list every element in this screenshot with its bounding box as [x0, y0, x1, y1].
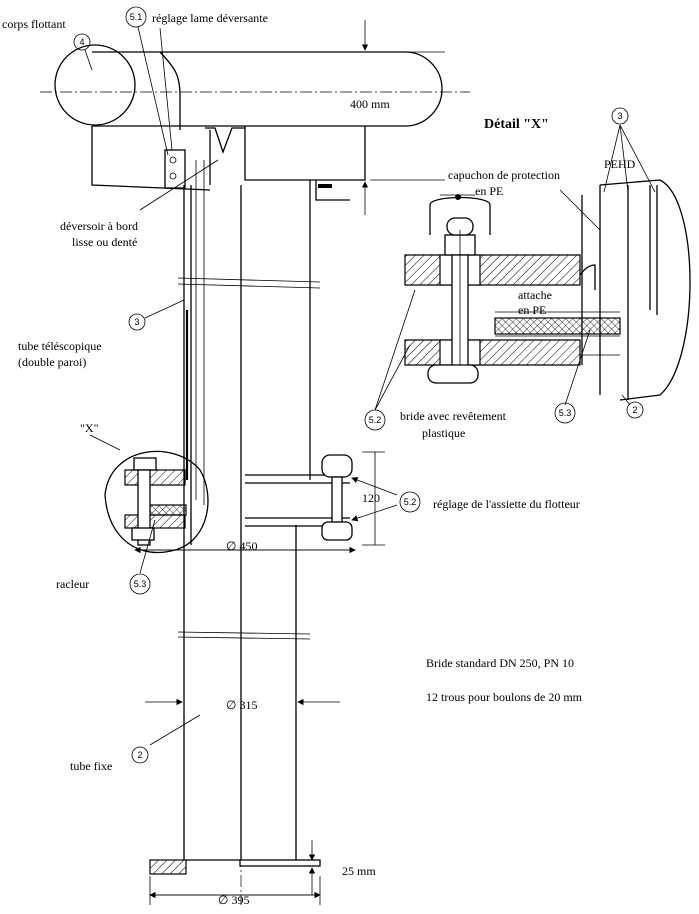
callout-2-detail-label: 2 — [632, 405, 637, 415]
label-bride-rev-1: bride avec revêtement — [400, 409, 507, 423]
label-dim-25: 25 mm — [342, 864, 376, 878]
label-capuchon-1: capuchon de protection — [448, 168, 560, 182]
label-deversoir-2: lisse ou denté — [72, 235, 137, 249]
weir-plate — [164, 127, 245, 189]
callout-2-detail: 2 — [626, 401, 644, 419]
callout-5-2-detail-label: 5.2 — [369, 415, 382, 425]
callout-5-2-main: 5.2 — [399, 491, 421, 513]
callout-5-3-main: 5.3 — [129, 573, 151, 595]
label-bride-standard: Bride standard DN 250, PN 10 — [426, 656, 574, 670]
base-plate — [149, 859, 321, 875]
label-dim-400: 400 mm — [350, 97, 390, 111]
callout-4-label: 4 — [79, 37, 84, 47]
callout-3-main-label: 3 — [134, 317, 139, 327]
label-tube-telescopique-2: (double paroi) — [18, 355, 86, 369]
callout-2-main-label: 2 — [137, 750, 142, 760]
label-reglage-lame: réglage lame déversante — [152, 11, 268, 25]
label-dim-315: ∅ 315 — [226, 698, 257, 712]
callout-4: 4 — [73, 33, 91, 51]
label-racleur: racleur — [56, 577, 89, 591]
flange-x — [104, 450, 209, 554]
callout-5-3-main-label: 5.3 — [134, 579, 147, 589]
leader-lines — [84, 26, 219, 746]
callout-5-2-detail: 5.2 — [364, 409, 386, 431]
callout-5-3-detail-label: 5.3 — [559, 408, 572, 418]
label-capuchon-2: en PE — [475, 184, 503, 198]
label-pehd: PEHD — [604, 157, 636, 171]
label-dim-450: ∅ 450 — [226, 539, 257, 553]
callout-5-1: 5.1 — [125, 6, 147, 28]
label-tube-telescopique-1: tube téléscopique — [18, 339, 102, 353]
dimensions — [134, 20, 445, 905]
callout-2-main: 2 — [131, 746, 149, 764]
label-deversoir-1: déversoir à bord — [60, 219, 138, 233]
label-tube-fixe: tube fixe — [70, 759, 112, 773]
callout-5-1-label: 5.1 — [130, 12, 143, 22]
detail-title: Détail "X" — [484, 117, 549, 132]
label-bride-rev-2: plastique — [422, 426, 465, 440]
label-dim-120: 120 — [362, 491, 380, 505]
label-corps-flottant: corps flottant — [2, 17, 66, 31]
callout-3-detail: 3 — [611, 107, 629, 125]
callout-5-3-detail: 5.3 — [554, 402, 576, 424]
text-labels: corps flottant réglage lame déversante 4… — [2, 11, 636, 907]
label-trous: 12 trous pour boulons de 20 mm — [426, 690, 583, 704]
telescopic-tube — [177, 160, 321, 905]
main-assembly — [40, 44, 470, 905]
label-dim-395: ∅ 395 — [218, 893, 249, 907]
label-attache-1: attache — [518, 288, 552, 302]
callout-3-main: 3 — [128, 313, 146, 331]
label-reglage-assiette: réglage de l'assiette du flotteur — [433, 497, 580, 511]
float-body — [40, 44, 470, 201]
label-attache-2: en PE — [518, 303, 546, 317]
callout-3-detail-label: 3 — [617, 111, 622, 121]
detail-x — [374, 124, 691, 411]
float-plate — [245, 454, 353, 541]
callout-5-2-main-label: 5.2 — [404, 497, 417, 507]
label-x-marker: "X" — [80, 421, 99, 435]
